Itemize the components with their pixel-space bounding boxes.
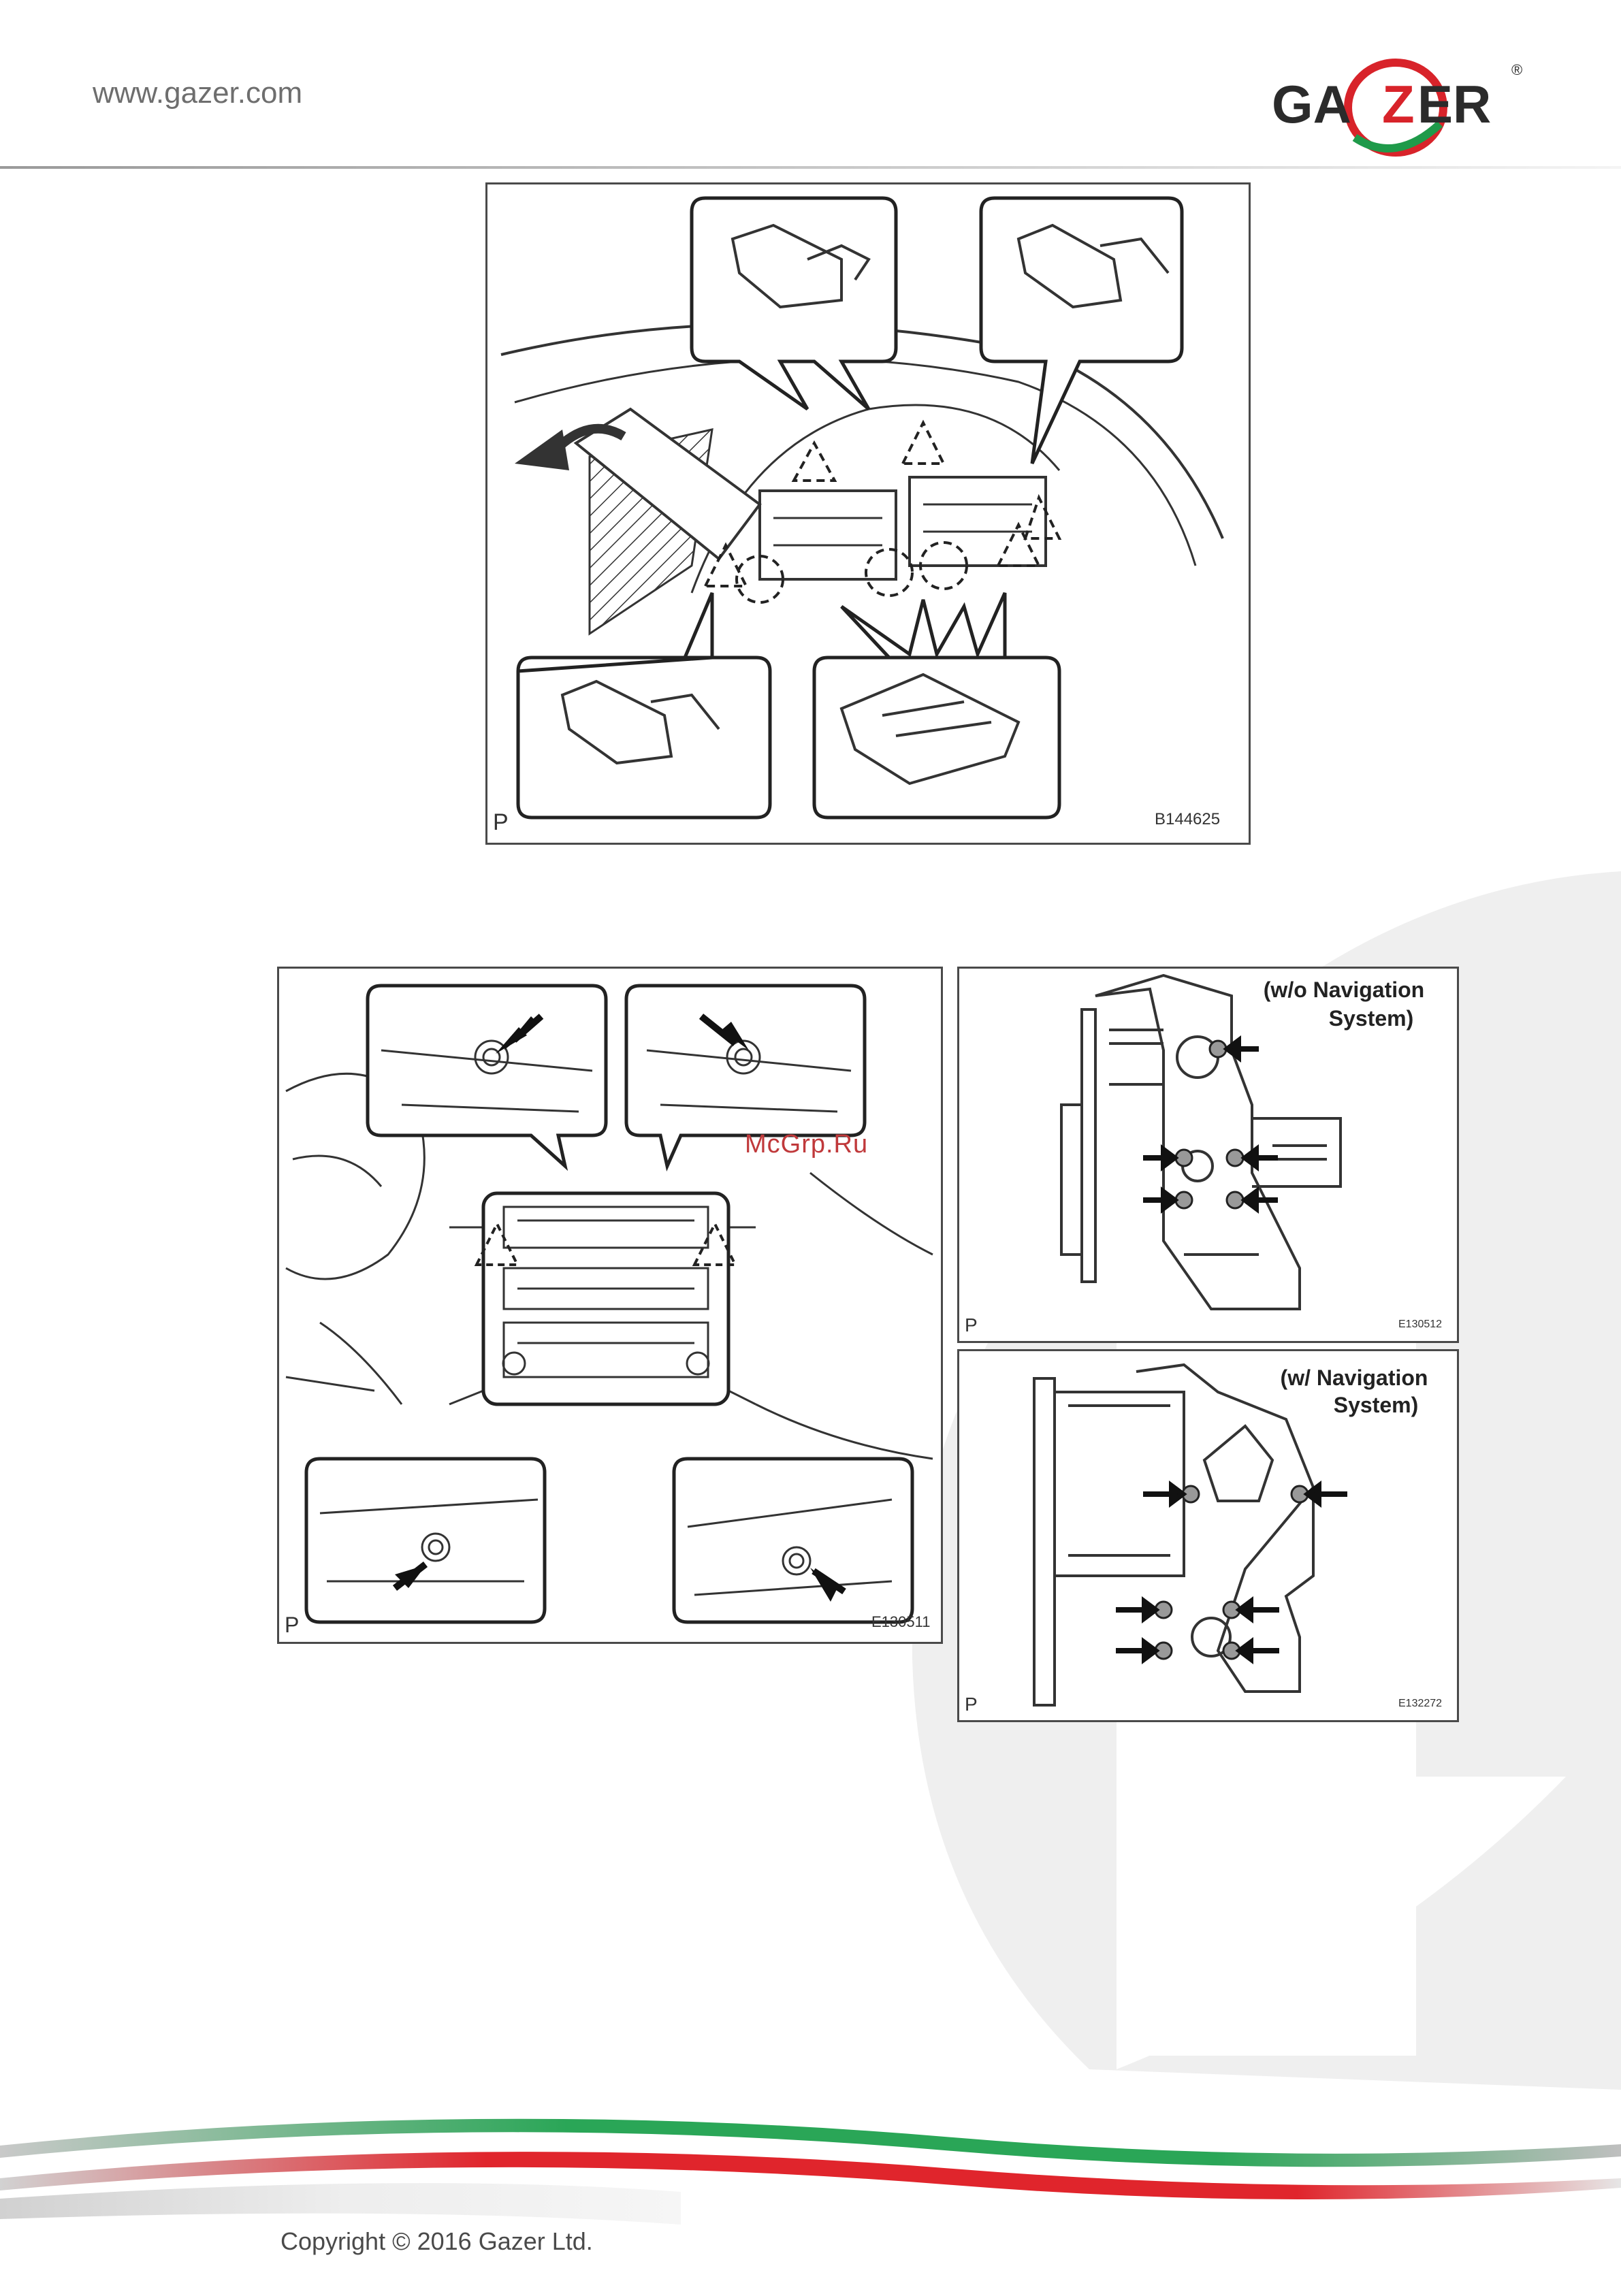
fig3-caption-line1: (w/o Navigation: [1264, 977, 1424, 1002]
fig4-caption-line1: (w/ Navigation: [1281, 1365, 1428, 1390]
fig1-corner-label: P: [493, 809, 509, 835]
figure-bracket-without-navigation: (w/o Navigation System) P E130512: [957, 967, 1459, 1343]
figure-vent-panel: P B144625: [485, 182, 1251, 845]
fig3-code: E130512: [1398, 1319, 1442, 1330]
header-divider: [0, 166, 1621, 169]
fig4-corner-label: P: [965, 1694, 978, 1715]
fig4-code: E132272: [1398, 1698, 1442, 1709]
fig1-code: B144625: [1155, 810, 1220, 828]
svg-text:GA: GA: [1272, 74, 1351, 134]
svg-text:ER: ER: [1417, 74, 1491, 134]
fig2-corner-label: P: [285, 1613, 299, 1637]
fig3-corner-label: P: [965, 1314, 978, 1336]
fig3-caption-line2: System): [1329, 1006, 1414, 1031]
figure-bracket-with-navigation: (w/ Navigation System) P E132272: [957, 1349, 1459, 1722]
site-url[interactable]: www.gazer.com: [93, 76, 302, 110]
figure-center-panel: P E130511: [277, 967, 943, 1644]
mcgrp-watermark: McGrp.Ru: [745, 1130, 868, 1159]
fig4-caption-line2: System): [1334, 1393, 1419, 1417]
svg-text:Z: Z: [1382, 74, 1415, 134]
footer-waves: [0, 2103, 1621, 2293]
registered-mark: ®: [1511, 61, 1522, 78]
fig2-code: E130511: [871, 1613, 930, 1630]
copyright-notice: Copyright © 2016 Gazer Ltd.: [280, 2227, 593, 2256]
gazer-logo: GA Z ER ®: [1266, 42, 1525, 158]
